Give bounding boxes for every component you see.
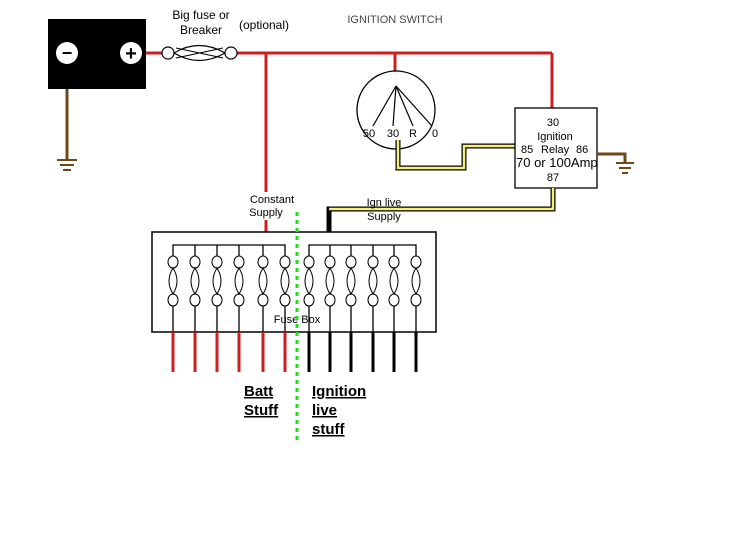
- battery-negative-sign: −: [62, 43, 73, 63]
- fuse-bottom-cap: [189, 293, 201, 307]
- ignition-live-label-line3: stuff: [312, 421, 345, 438]
- main-fuse-icon: [161, 44, 238, 62]
- batt-stuff-label-line2: Stuff: [244, 402, 279, 419]
- fuse-icon: [212, 267, 222, 295]
- fuse-bottom-cap: [367, 293, 379, 307]
- fuse-bottom-cap: [324, 293, 336, 307]
- fuse-top-cap: [167, 255, 179, 269]
- constant-supply-label-line2: Supply: [249, 207, 283, 219]
- fuse-label-line2: Breaker: [180, 23, 222, 37]
- relay-pin-30: 30: [547, 117, 559, 129]
- ignition-relay: [514, 107, 598, 189]
- fuse-icon: [168, 267, 178, 295]
- relay-ignition-label: Ignition: [537, 131, 572, 143]
- ignition-live-label-line2: live: [312, 402, 337, 419]
- fuse-bottom-cap: [167, 293, 179, 307]
- fuse-label-line1: Big fuse or: [172, 8, 229, 22]
- fuse-bottom-cap: [345, 293, 357, 307]
- fuse-top-cap: [189, 255, 201, 269]
- fuse-bottom-cap: [211, 293, 223, 307]
- ignition-live-label-line1: Ignition: [312, 383, 366, 400]
- fuse-icon: [411, 267, 421, 295]
- ignition-switch-contacts: [372, 85, 433, 127]
- fuse-icon: [368, 267, 378, 295]
- relay-earth-wire: [597, 152, 627, 163]
- fuse-bottom-cap: [303, 293, 315, 307]
- switch-position-0: 0: [432, 128, 438, 140]
- relay-earth-symbol-icon: [616, 162, 634, 174]
- fuse-bottom-cap: [279, 293, 291, 307]
- fuse-top-cap: [211, 255, 223, 269]
- relay-pin-85: 85: [521, 144, 533, 156]
- relay-pin-87: 87: [547, 172, 559, 184]
- fuse-icon: [280, 267, 290, 295]
- relay-rating-label: 70 or 100Amp: [516, 155, 598, 170]
- earth-symbol-icon: [57, 159, 77, 171]
- ignition-to-relay-wire: [395, 140, 517, 171]
- switch-position-50: 50: [363, 128, 375, 140]
- ignition-switch-title: IGNITION SWITCH: [347, 14, 442, 26]
- fuse-top-cap: [324, 255, 336, 269]
- fuse-icon: [389, 267, 399, 295]
- ignition-bus-bar: [308, 244, 417, 259]
- fuse-bottom-cap: [257, 293, 269, 307]
- batt-stuff-label-line1: Batt: [244, 383, 273, 400]
- switch-position-30: 30: [387, 128, 399, 140]
- battery-positive-terminal: [120, 42, 142, 64]
- ign-live-supply-label-line1: Ign live: [367, 197, 402, 209]
- ign-live-supply-label-line2: Supply: [367, 211, 401, 223]
- fuse-bottom-cap: [233, 293, 245, 307]
- fuse-top-cap: [303, 255, 315, 269]
- ignition-live-supply-wire: [326, 188, 556, 232]
- fuse-icon: [234, 267, 244, 295]
- fuse-icon: [190, 267, 200, 295]
- fuse-bottom-cap: [388, 293, 400, 307]
- fuse-top-cap: [257, 255, 269, 269]
- constant-supply-label-line1: Constant: [250, 194, 294, 206]
- fuse-icon: [346, 267, 356, 295]
- relay-pin-86: 86: [576, 144, 588, 156]
- fuse-top-cap: [345, 255, 357, 269]
- fuse-icon: [258, 267, 268, 295]
- battery-bus-bar: [172, 244, 286, 259]
- fuse-top-cap: [279, 255, 291, 269]
- fuse-row: [167, 244, 422, 372]
- battery-positive-sign: +: [125, 43, 137, 65]
- relay-word-label: Relay: [541, 144, 570, 156]
- fuse-top-cap: [367, 255, 379, 269]
- fuse-top-cap: [410, 255, 422, 269]
- fuse-top-cap: [233, 255, 245, 269]
- fuse-bottom-cap: [410, 293, 422, 307]
- switch-position-r: R: [409, 128, 417, 140]
- optional-label: (optional): [239, 18, 289, 32]
- fuse-icon: [325, 267, 335, 295]
- fuse-icon: [304, 267, 314, 295]
- battery-negative-terminal: [56, 42, 78, 64]
- fuse-top-cap: [388, 255, 400, 269]
